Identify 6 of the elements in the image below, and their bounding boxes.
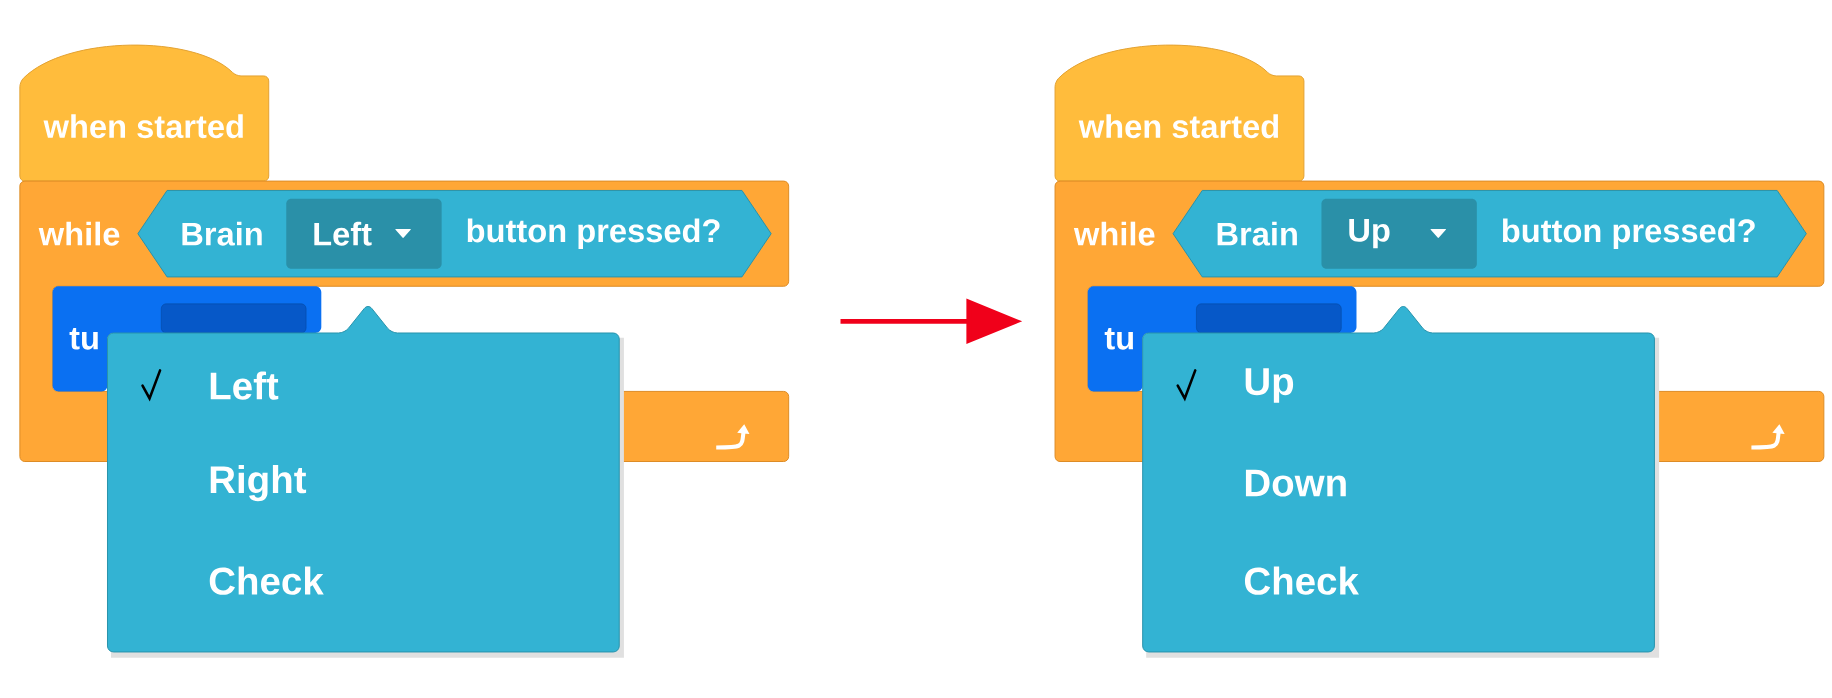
- dropdown: Left: [286, 198, 442, 269]
- hat-block: when started: [19, 44, 270, 182]
- dropdown-menu: Left Right Check: [107, 306, 624, 659]
- dropdown-menu: Up Down Check: [1142, 306, 1660, 659]
- hat-block: when started: [1054, 44, 1305, 182]
- dropdown: Up: [1321, 198, 1477, 269]
